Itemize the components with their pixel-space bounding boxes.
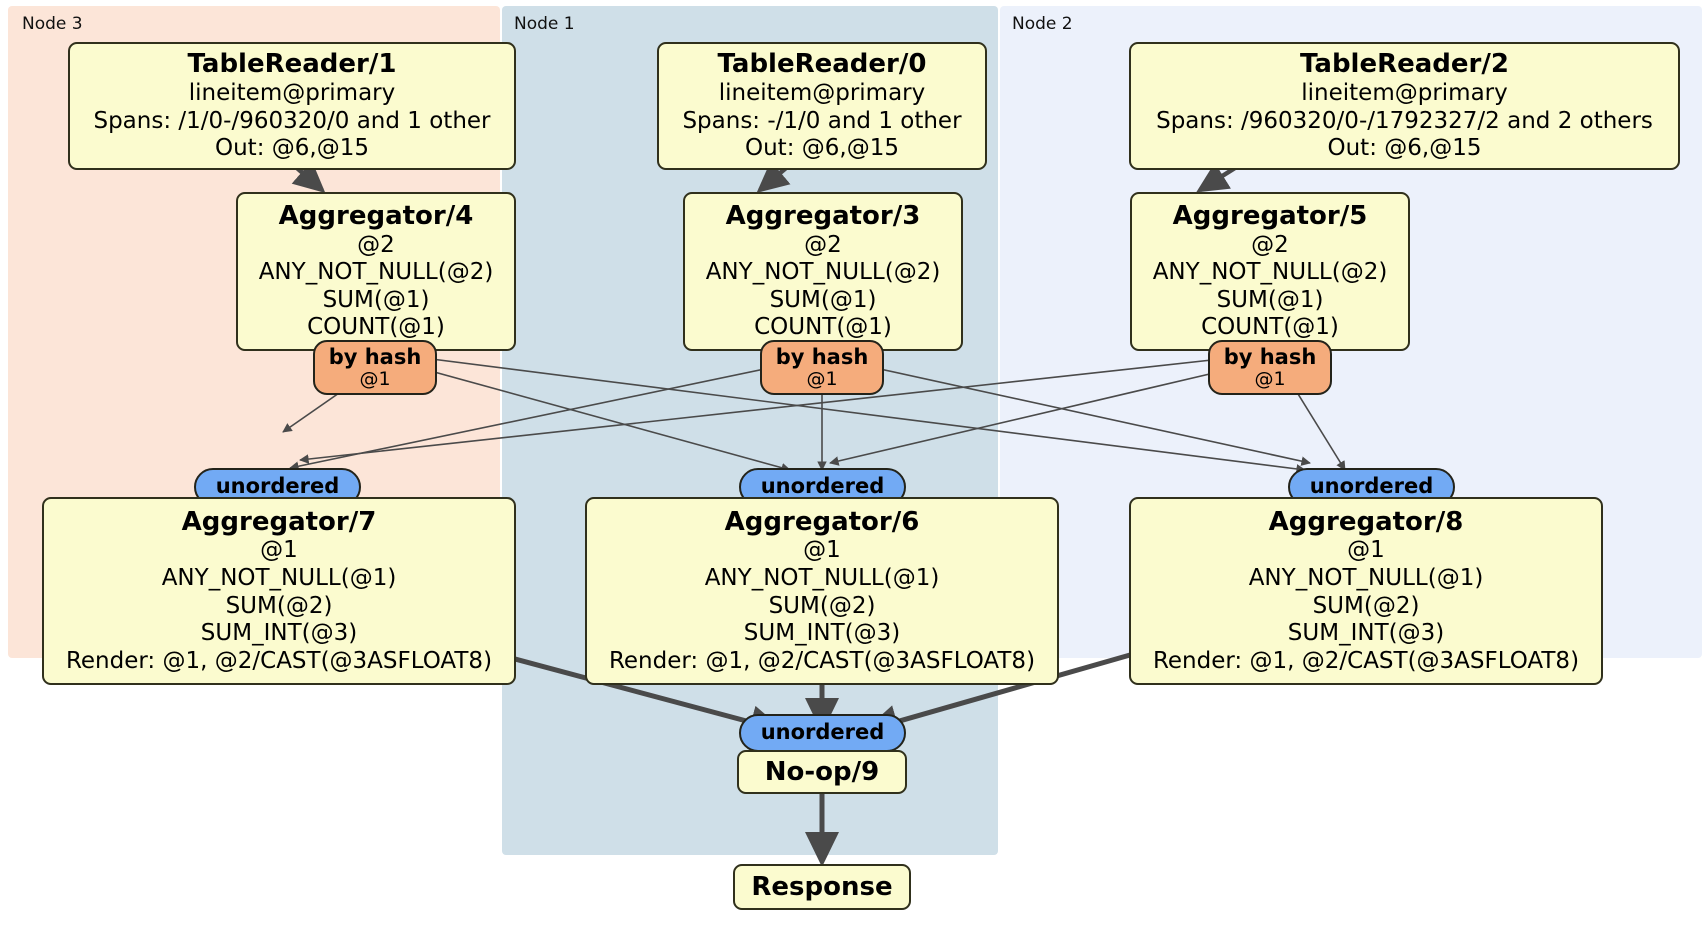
box-line: Spans: /1/0-/960320/0 and 1 other [93,107,491,134]
box-aggregator-8[interactable]: Aggregator/8 @1 ANY_NOT_NULL(@1) SUM(@2)… [1129,497,1603,685]
box-line: ANY_NOT_NULL(@1) [1248,564,1484,591]
box-line: ANY_NOT_NULL(@2) [1152,259,1388,286]
box-line: Render: @1, @2/CAST(@3ASFLOAT8) [1152,647,1580,674]
badge-by-hash-center[interactable]: by hash @1 [760,340,884,395]
box-aggregator-6[interactable]: Aggregator/6 @1 ANY_NOT_NULL(@1) SUM(@2)… [585,497,1059,685]
box-line: COUNT(@1) [1201,314,1339,341]
box-line: SUM(@1) [1216,286,1324,313]
box-title: TableReader/2 [1300,49,1509,80]
box-line: COUNT(@1) [307,314,445,341]
box-aggregator-4[interactable]: Aggregator/4 @2 ANY_NOT_NULL(@2) SUM(@1)… [236,192,516,351]
box-title: Aggregator/7 [181,506,377,537]
box-line: lineitem@primary [188,79,396,106]
badge-sublabel: @1 [806,367,838,390]
box-line: Render: @1, @2/CAST(@3ASFLOAT8) [608,647,1036,674]
badge-label: by hash [775,344,869,369]
box-title: Aggregator/3 [725,200,921,231]
box-aggregator-5[interactable]: Aggregator/5 @2 ANY_NOT_NULL(@2) SUM(@1)… [1130,192,1410,351]
box-title: TableReader/0 [717,49,927,80]
box-line: Render: @1, @2/CAST(@3ASFLOAT8) [65,647,493,674]
box-line: ANY_NOT_NULL(@2) [258,259,494,286]
box-title: Aggregator/6 [724,506,920,537]
box-line: @1 [260,537,298,564]
box-line: ANY_NOT_NULL(@2) [705,259,941,286]
box-line: SUM(@1) [769,286,877,313]
box-title: Aggregator/8 [1268,506,1464,537]
badge-label: by hash [1223,344,1317,369]
badge-unordered-final[interactable]: unordered [739,714,906,752]
box-line: Out: @6,@15 [745,135,899,162]
badge-label: unordered [760,720,885,745]
box-line: SUM(@2) [225,592,333,619]
box-title: TableReader/1 [187,49,397,80]
box-line: SUM(@2) [1312,592,1420,619]
box-line: @1 [1347,537,1385,564]
box-line: @2 [1251,231,1289,258]
node-label-node3: Node 3 [22,14,83,34]
box-aggregator-7[interactable]: Aggregator/7 @1 ANY_NOT_NULL(@1) SUM(@2)… [42,497,516,685]
badge-label: by hash [328,344,422,369]
box-line: SUM_INT(@3) [200,620,358,647]
badge-label: unordered [1309,474,1434,499]
box-title: No-op/9 [764,756,880,787]
box-line: Out: @6,@15 [1327,135,1482,162]
box-title: Aggregator/4 [278,200,474,231]
box-line: Spans: /960320/0-/1792327/2 and 2 others [1156,107,1653,134]
box-title: Aggregator/5 [1172,200,1368,231]
badge-label: unordered [215,474,340,499]
badge-label: unordered [760,474,885,499]
box-line: SUM(@2) [768,592,876,619]
badge-by-hash-left[interactable]: by hash @1 [313,340,437,395]
box-line: lineitem@primary [718,79,926,106]
box-line: ANY_NOT_NULL(@1) [704,564,940,591]
box-line: lineitem@primary [1301,79,1508,106]
box-tablereader-2[interactable]: TableReader/2 lineitem@primary Spans: /9… [1129,42,1680,170]
box-line: COUNT(@1) [754,314,892,341]
box-line: Spans: -/1/0 and 1 other [682,107,962,134]
node-label-node1: Node 1 [514,14,575,34]
box-line: SUM_INT(@3) [1287,620,1445,647]
node-label-node2: Node 2 [1012,14,1073,34]
box-line: ANY_NOT_NULL(@1) [161,564,397,591]
box-line: @1 [803,537,841,564]
box-noop-9[interactable]: No-op/9 [737,750,907,794]
box-tablereader-0[interactable]: TableReader/0 lineitem@primary Spans: -/… [657,42,987,170]
box-line: @2 [357,231,395,258]
box-response[interactable]: Response [733,864,911,910]
box-line: SUM(@1) [322,286,430,313]
box-line: @2 [804,231,842,258]
box-line: Out: @6,@15 [215,135,369,162]
box-aggregator-3[interactable]: Aggregator/3 @2 ANY_NOT_NULL(@2) SUM(@1)… [683,192,963,351]
badge-by-hash-right[interactable]: by hash @1 [1208,340,1332,395]
badge-sublabel: @1 [1254,367,1286,390]
box-line: SUM_INT(@3) [743,620,901,647]
box-tablereader-1[interactable]: TableReader/1 lineitem@primary Spans: /1… [68,42,516,170]
box-title: Response [751,871,893,902]
badge-sublabel: @1 [359,367,391,390]
